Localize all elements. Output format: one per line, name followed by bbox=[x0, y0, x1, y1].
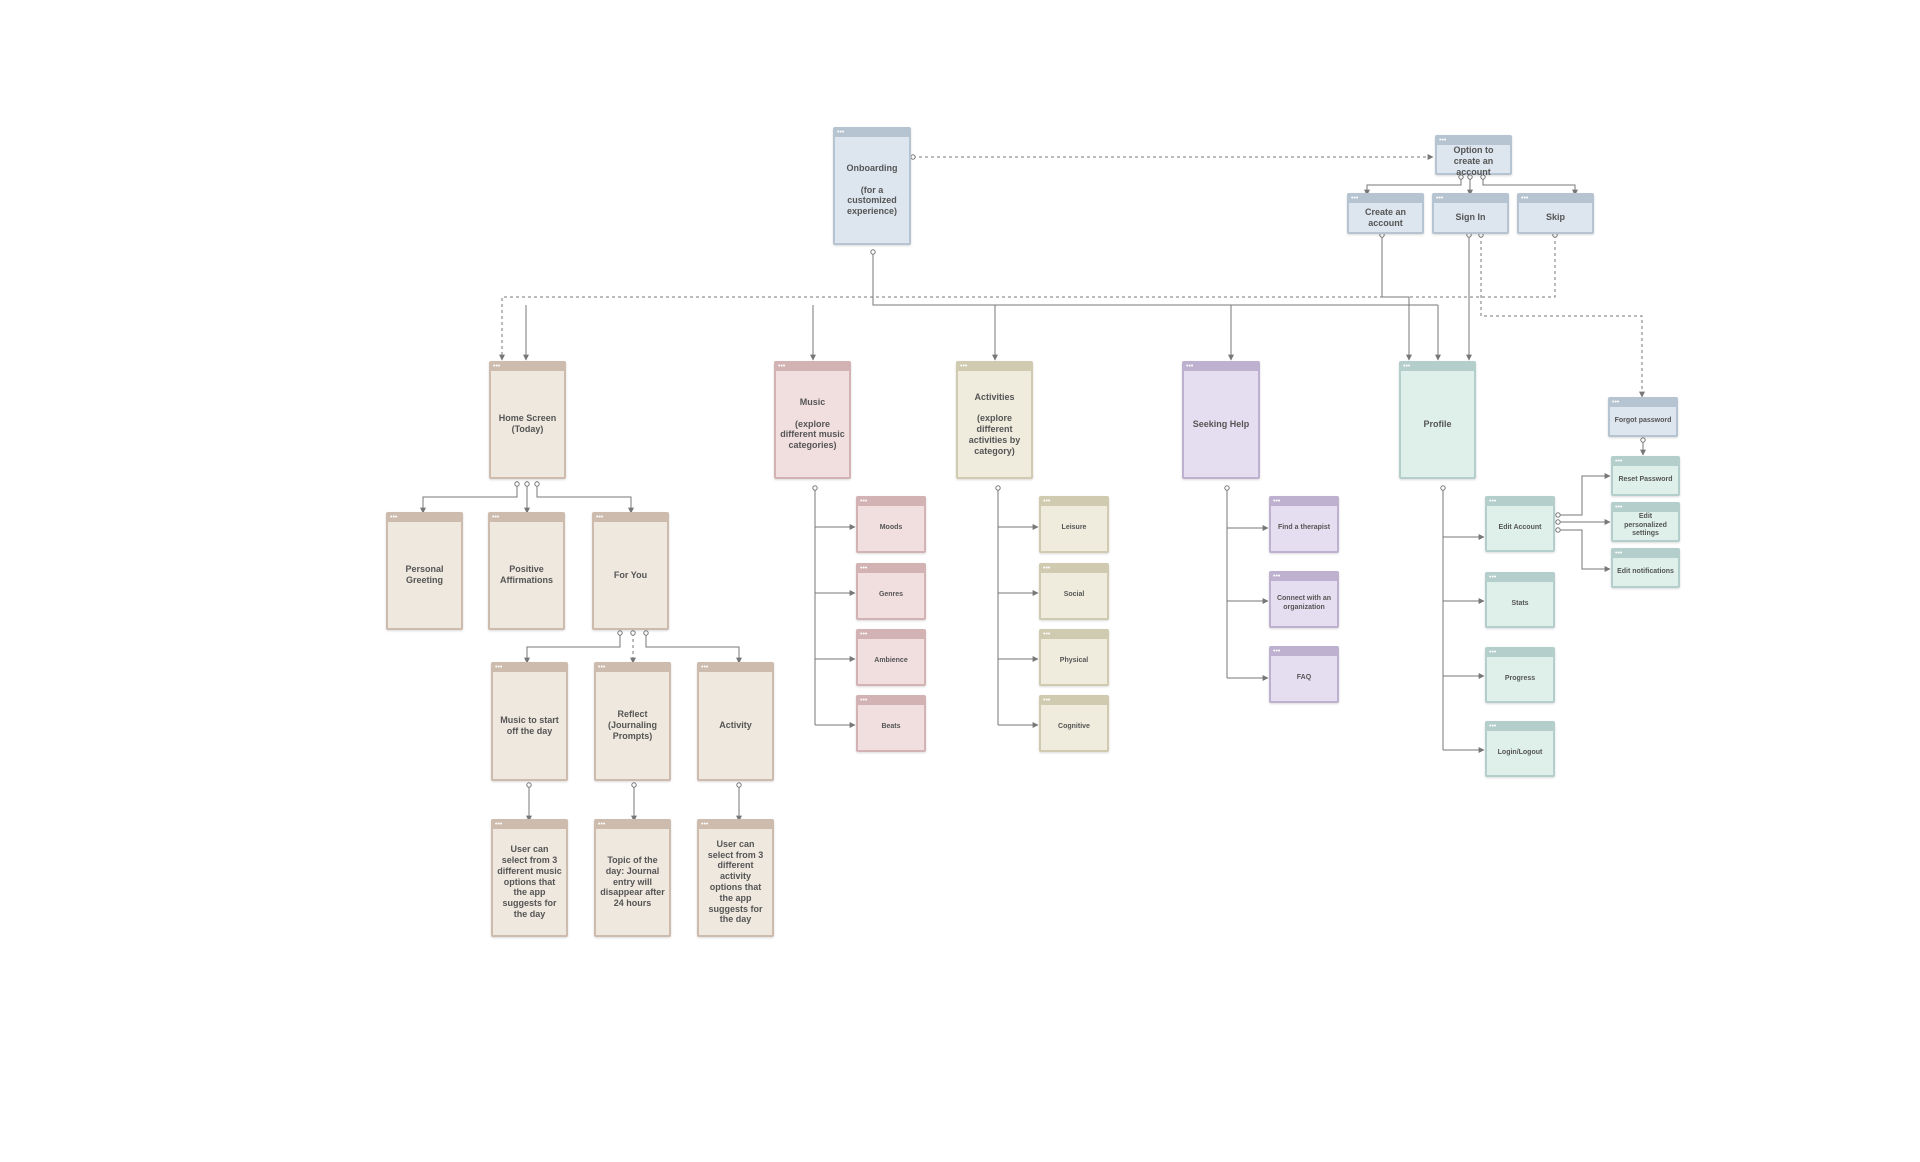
link-onboarding-bus bbox=[872, 252, 1438, 306]
node-find-therapist: ••• Find a therapist bbox=[1269, 496, 1339, 553]
node-label: Personal Greeting bbox=[405, 564, 444, 585]
node-beats: ••• Beats bbox=[856, 695, 926, 752]
node-label: Genres bbox=[878, 591, 904, 599]
node-cognitive: ••• Cognitive bbox=[1039, 695, 1109, 752]
link-create-profile bbox=[1381, 235, 1412, 361]
link-signin-forgot bbox=[1480, 235, 1645, 398]
node-label: FAQ bbox=[1296, 674, 1312, 682]
node-onboarding: ••• Onboarding (for a customized experie… bbox=[833, 127, 911, 245]
node-edit-notifications: ••• Edit notifications bbox=[1611, 548, 1680, 588]
node-label: Edit notifications bbox=[1617, 567, 1674, 575]
node-label: Ambience bbox=[874, 657, 908, 665]
node-label: Moods bbox=[879, 524, 903, 532]
node-stats: ••• Stats bbox=[1485, 572, 1555, 628]
node-label: Cognitive bbox=[1058, 723, 1090, 731]
node-seeking-help: ••• Seeking Help bbox=[1182, 361, 1260, 479]
link-foryou-music bbox=[524, 633, 621, 664]
node-option-create-account: ••• Option to create an account bbox=[1435, 135, 1512, 177]
node-label: Physical bbox=[1059, 657, 1089, 665]
node-activity: ••• Activity bbox=[697, 662, 774, 781]
node-label: Reset Password bbox=[1618, 475, 1673, 483]
node-faq: ••• FAQ bbox=[1269, 646, 1339, 703]
node-music-options: ••• User can select from 3 different mus… bbox=[491, 819, 568, 937]
node-label: Skip bbox=[1545, 212, 1565, 223]
node-label: Reflect (Journaling Prompts) bbox=[608, 709, 657, 741]
node-label: Positive Affirmations bbox=[499, 564, 553, 585]
node-label: Login/Logout bbox=[1497, 748, 1543, 756]
node-label: Profile bbox=[1423, 418, 1452, 429]
link-option-create bbox=[1364, 177, 1462, 196]
node-label: Find a therapist bbox=[1277, 524, 1331, 532]
node-personal-greeting: ••• Personal Greeting bbox=[386, 512, 463, 630]
node-connect-org: ••• Connect with an organization bbox=[1269, 571, 1339, 628]
node-label: Activity bbox=[719, 720, 752, 731]
node-login-logout: ••• Login/Logout bbox=[1485, 721, 1555, 777]
node-physical: ••• Physical bbox=[1039, 629, 1109, 686]
node-activity-options: ••• User can select from 3 different act… bbox=[697, 819, 774, 937]
node-label: Forgot password bbox=[1614, 416, 1672, 424]
node-edit-account: ••• Edit Account bbox=[1485, 496, 1555, 552]
node-topic-of-day: ••• Topic of the day: Journal entry will… bbox=[594, 819, 671, 937]
node-for-you: ••• For You bbox=[592, 512, 669, 630]
node-label: Edit personalized settings bbox=[1624, 513, 1667, 538]
node-label: Option to create an account bbox=[1453, 145, 1494, 177]
link-home-greeting bbox=[420, 481, 518, 514]
node-label: Connect with an organization bbox=[1276, 595, 1332, 611]
node-label: User can select from 3 different music o… bbox=[497, 844, 562, 919]
node-activities: ••• Activities (explore different activi… bbox=[956, 361, 1033, 479]
node-edit-personalized-settings: ••• Edit personalized settings bbox=[1611, 502, 1680, 542]
node-progress: ••• Progress bbox=[1485, 647, 1555, 703]
link-skip-home bbox=[499, 235, 1556, 361]
node-label: Seeking Help bbox=[1192, 418, 1250, 429]
link-home-foryou bbox=[536, 481, 634, 514]
node-label: Leisure bbox=[1061, 524, 1087, 532]
node-label: Music to start off the day bbox=[500, 714, 559, 736]
link-foryou-activity bbox=[645, 633, 742, 664]
node-profile: ••• Profile bbox=[1399, 361, 1476, 479]
node-label: Sign In bbox=[1455, 212, 1486, 223]
node-reset-password: ••• Reset Password bbox=[1611, 456, 1680, 496]
link-edit-reset bbox=[1560, 473, 1611, 516]
node-label: Onboarding (for a customized experience) bbox=[846, 163, 898, 217]
node-label: Music (explore different music categorie… bbox=[780, 397, 845, 451]
node-leisure: ••• Leisure bbox=[1039, 496, 1109, 553]
node-positive-affirmations: ••• Positive Affirmations bbox=[488, 512, 565, 630]
link-option-skip bbox=[1482, 177, 1578, 196]
node-forgot-password: ••• Forgot password bbox=[1608, 397, 1678, 437]
node-label: Create an account bbox=[1364, 206, 1407, 228]
node-music: ••• Music (explore different music categ… bbox=[774, 361, 851, 479]
node-label: Progress bbox=[1504, 674, 1536, 682]
node-label: Beats bbox=[881, 723, 901, 731]
node-music-start-day: ••• Music to start off the day bbox=[491, 662, 568, 781]
node-social: ••• Social bbox=[1039, 563, 1109, 620]
node-label: Edit Account bbox=[1498, 523, 1542, 531]
link-edit-notifications bbox=[1560, 529, 1611, 572]
node-label: Stats bbox=[1511, 599, 1529, 607]
node-label: Home Screen (Today) bbox=[498, 413, 557, 434]
node-reflect: ••• Reflect (Journaling Prompts) bbox=[594, 662, 671, 781]
node-sign-in: ••• Sign In bbox=[1432, 193, 1509, 234]
node-label: Activities (explore different activities… bbox=[968, 391, 1021, 456]
node-ambience: ••• Ambience bbox=[856, 629, 926, 686]
node-label: For You bbox=[613, 569, 648, 580]
node-moods: ••• Moods bbox=[856, 496, 926, 553]
node-genres: ••• Genres bbox=[856, 563, 926, 620]
node-skip: ••• Skip bbox=[1517, 193, 1594, 234]
node-create-account: ••• Create an account bbox=[1347, 193, 1424, 234]
node-label: Social bbox=[1063, 591, 1085, 599]
node-label: User can select from 3 different activit… bbox=[707, 838, 764, 925]
node-label: Topic of the day: Journal entry will dis… bbox=[600, 855, 665, 909]
node-home-screen: ••• Home Screen (Today) bbox=[489, 361, 566, 479]
